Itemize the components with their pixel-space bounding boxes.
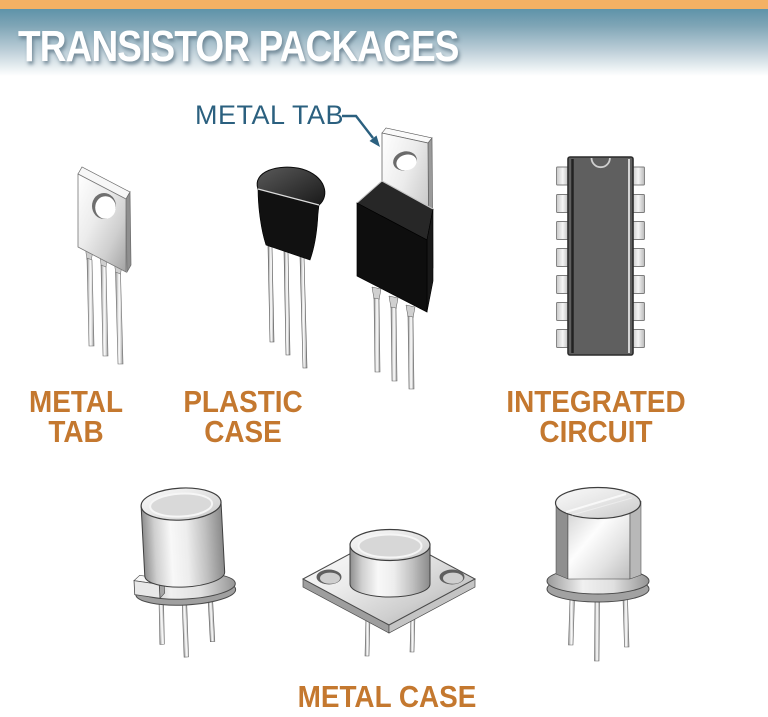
lead [86, 257, 95, 347]
lead [267, 245, 275, 343]
index-notch [590, 157, 611, 169]
can-body [140, 501, 226, 588]
lead [373, 297, 381, 373]
dip-pins-left [556, 166, 570, 348]
header-banner: TRANSISTOR PACKAGES [0, 9, 768, 76]
label-plastic-case: PLASTIC CASE [183, 384, 303, 450]
lead [115, 271, 124, 365]
plastic-top [256, 166, 326, 206]
diamond-flange-metal-case-illustration [301, 528, 477, 657]
metal-tab-package-illustration [77, 166, 132, 365]
lead [594, 600, 600, 662]
page-title: TRANSISTOR PACKAGES [18, 22, 459, 71]
lead [407, 315, 415, 390]
lead [390, 306, 398, 382]
plastic-case-transistor-illustration [256, 166, 326, 369]
lead [283, 250, 291, 356]
faceted-metal-can-illustration [546, 486, 650, 662]
lead [181, 599, 189, 658]
lead [299, 255, 308, 369]
dip-body [567, 156, 634, 356]
lead [568, 597, 575, 646]
body-front [356, 202, 428, 313]
plastic-body [257, 188, 320, 261]
locating-tab [133, 580, 161, 599]
lead [622, 597, 630, 648]
metal-can-with-tab-illustration [133, 487, 237, 658]
metal-plate [77, 173, 127, 273]
dip-pins-right [631, 166, 645, 348]
metal-tab-callout-label: METAL TAB [195, 100, 345, 130]
plastic-case-power-transistor-illustration [356, 127, 434, 390]
integrated-circuit-illustration [556, 156, 645, 356]
callout-arrow [342, 114, 380, 147]
label-metal-case: METAL CASE [297, 679, 477, 714]
lead [100, 264, 109, 357]
label-metal-tab: METAL TAB [28, 384, 124, 450]
top-accent-bar [0, 0, 768, 9]
label-integrated-circuit: INTEGRATED CIRCUIT [506, 384, 686, 450]
